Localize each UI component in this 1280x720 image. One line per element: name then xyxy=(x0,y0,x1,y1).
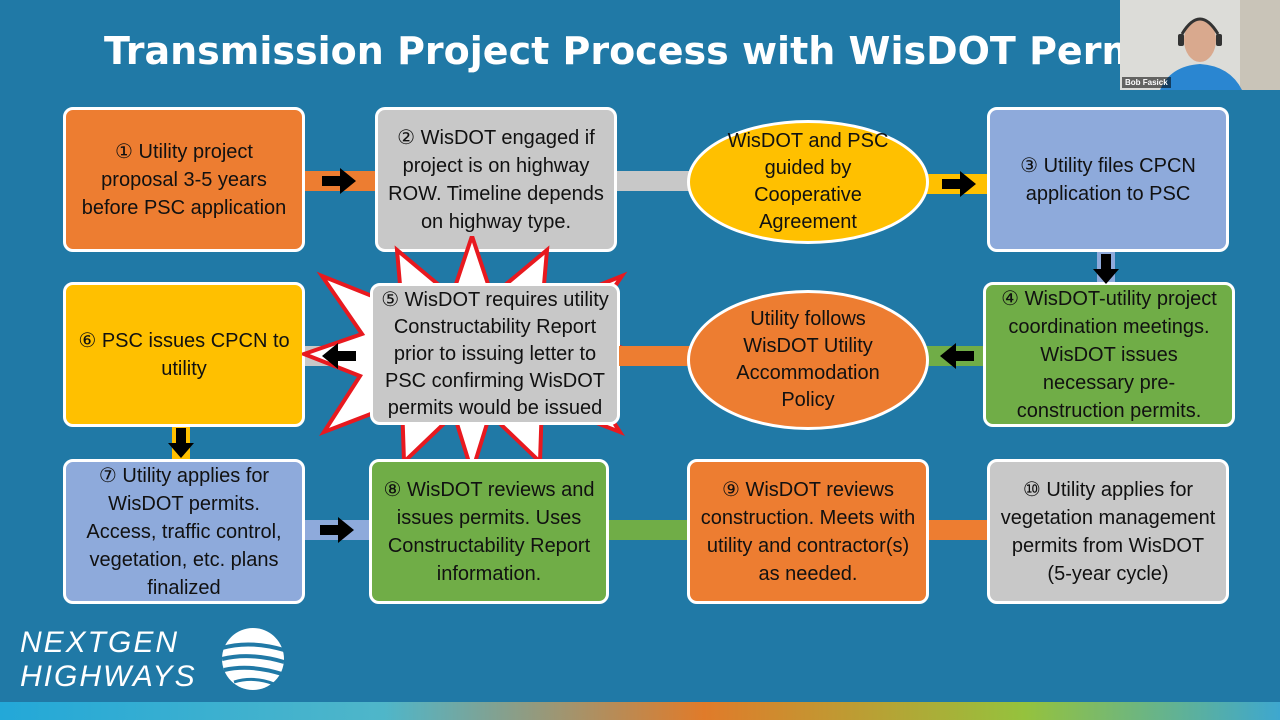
step-9-box: ⑨ WisDOT reviews construction. Meets wit… xyxy=(687,459,929,604)
step-3-box: ③ Utility files CPCN application to PSC xyxy=(987,107,1229,252)
logo-line-2: HIGHWAYS xyxy=(20,660,197,693)
arrow-left-icon xyxy=(322,343,356,369)
step-8-text: ⑧ WisDOT reviews and issues permits. Use… xyxy=(383,478,595,585)
logo-swoosh-icon xyxy=(221,628,285,690)
presenter-avatar xyxy=(1120,0,1280,90)
step-5-text: ⑤ WisDOT requires utility Constructabili… xyxy=(381,288,609,419)
arrow-right-icon xyxy=(322,168,356,194)
connector-5-policy xyxy=(619,346,691,366)
step-10-text: ⑩ Utility applies for vegetation managem… xyxy=(1000,478,1216,585)
step-2-text: ② WisDOT engaged if project is on highwa… xyxy=(388,126,604,233)
step-5-box: ⑤ WisDOT requires utility Constructabili… xyxy=(370,283,620,425)
arrow-left-icon xyxy=(940,343,974,369)
connector-8-9 xyxy=(604,520,694,540)
connector-2-coop xyxy=(612,171,694,191)
step-6-text: ⑥ PSC issues CPCN to utility xyxy=(78,329,290,380)
step-7-box: ⑦ Utility applies for WisDOT permits. Ac… xyxy=(63,459,305,604)
arrow-down-icon xyxy=(168,428,194,458)
step-2-box: ② WisDOT engaged if project is on highwa… xyxy=(375,107,617,252)
step-7-text: ⑦ Utility applies for WisDOT permits. Ac… xyxy=(86,464,282,599)
step-1-text: ① Utility project proposal 3-5 years bef… xyxy=(81,140,287,219)
step-6-box: ⑥ PSC issues CPCN to utility xyxy=(63,282,305,427)
accommodation-policy-text: Utility follows WisDOT Utility Accommoda… xyxy=(736,308,880,411)
bottom-color-bar xyxy=(0,702,1280,720)
step-4-text: ④ WisDOT-utility project coordination me… xyxy=(1001,287,1217,422)
step-3-text: ③ Utility files CPCN application to PSC xyxy=(1020,154,1196,205)
arrow-right-icon xyxy=(942,171,976,197)
connector-9-10 xyxy=(924,520,992,540)
slide-title: Transmission Project Process with WisDOT… xyxy=(104,29,1124,73)
cooperative-agreement-ellipse: WisDOT and PSC guided by Cooperative Agr… xyxy=(687,120,929,244)
cooperative-agreement-text: WisDOT and PSC guided by Cooperative Agr… xyxy=(727,130,889,233)
step-4-box: ④ WisDOT-utility project coordination me… xyxy=(983,282,1235,427)
step-1-box: ① Utility project proposal 3-5 years bef… xyxy=(63,107,305,252)
arrow-right-icon xyxy=(320,517,354,543)
step-10-box: ⑩ Utility applies for vegetation managem… xyxy=(987,459,1229,604)
webcam-name-label: Bob Fasick xyxy=(1122,77,1171,88)
step-9-text: ⑨ WisDOT reviews construction. Meets wit… xyxy=(700,478,916,585)
webcam-thumbnail[interactable]: Bob Fasick xyxy=(1120,0,1280,90)
arrow-down-icon xyxy=(1093,254,1119,284)
logo-line-1: NEXTGEN xyxy=(20,626,180,659)
step-8-box: ⑧ WisDOT reviews and issues permits. Use… xyxy=(369,459,609,604)
accommodation-policy-ellipse: Utility follows WisDOT Utility Accommoda… xyxy=(687,290,929,430)
